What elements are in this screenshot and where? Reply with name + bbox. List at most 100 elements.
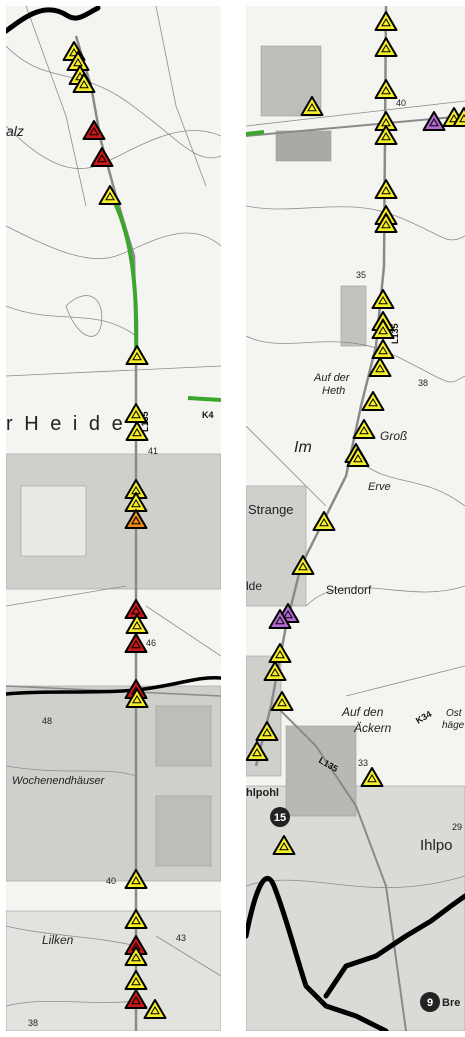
left-marker-orange[interactable] [124, 509, 148, 529]
left-marker-inner [131, 410, 141, 419]
right-marker-yellow[interactable] [374, 79, 398, 99]
left-marker-red[interactable] [124, 633, 148, 653]
contour-line [305, 585, 465, 607]
right-marker-yellow[interactable] [374, 213, 398, 233]
number-label: 33 [358, 758, 368, 768]
place-label: Im [294, 439, 312, 456]
green-route-segment [187, 396, 221, 402]
right-marker-yellow[interactable] [371, 319, 395, 339]
right-marker-inner [275, 616, 285, 625]
right-marker-inner [270, 668, 280, 677]
left-marker-inner [131, 499, 141, 508]
right-marker-yellow[interactable] [371, 339, 395, 359]
boundaries [246, 876, 465, 1031]
place-label: lde [246, 579, 262, 593]
track [155, 935, 221, 977]
left-marker-yellow[interactable] [125, 688, 149, 708]
left-marker-inner [131, 977, 141, 986]
left-marker-inner [131, 996, 141, 1005]
left-marker-inner [131, 640, 141, 649]
map-canvas-left[interactable]: alz r H e i d e K4 L135 41 46 48 40 43 3… [6, 6, 221, 1031]
right-marker-inner [262, 728, 272, 737]
right-marker-inner [283, 610, 293, 619]
track [6, 585, 127, 607]
left-marker-yellow[interactable] [125, 421, 149, 441]
route-badge-text: 9 [427, 997, 433, 1009]
left-marker-yellow[interactable] [98, 185, 122, 205]
left-marker-inner [105, 192, 115, 201]
number-label: 43 [176, 933, 186, 943]
place-label: häge [442, 720, 465, 731]
place-label: Groß [380, 429, 407, 443]
right-marker-inner [298, 562, 308, 571]
built-area [285, 725, 357, 817]
right-marker-yellow[interactable] [291, 555, 315, 575]
number-label: 29 [452, 822, 462, 832]
right-marker-yellow[interactable] [368, 357, 392, 377]
left-marker-inner [79, 80, 89, 89]
right-marker-yellow[interactable] [371, 289, 395, 309]
route-badge-circle [270, 807, 290, 827]
track [145, 605, 221, 657]
left-marker-inner [132, 695, 142, 704]
left-marker-red[interactable] [90, 147, 114, 167]
contour-line [6, 225, 221, 260]
green-route-segment [246, 130, 265, 136]
right-marker-yellow[interactable] [312, 511, 336, 531]
settlement-label: Lilken [42, 933, 74, 947]
track [6, 925, 137, 947]
road-label: K4 [202, 410, 214, 420]
right-marker-yellow[interactable] [272, 835, 296, 855]
left-marker-yellow[interactable] [143, 999, 167, 1019]
right-marker-yellow[interactable] [263, 661, 287, 681]
right-marker-yellow[interactable] [255, 721, 279, 741]
right-marker-yellow[interactable] [270, 691, 294, 711]
built-area [6, 910, 221, 1031]
left-marker-yellow[interactable] [124, 869, 148, 889]
track [25, 6, 87, 207]
right-marker-yellow[interactable] [246, 741, 269, 761]
map-canvas-right[interactable]: L135 Auf der Heth Groß Im Erve Strange l… [246, 6, 465, 1031]
place-label: Äckern [353, 721, 392, 735]
built-area [275, 130, 332, 162]
number-label: 40 [106, 876, 116, 886]
contour-line [246, 205, 465, 241]
left-marker-yellow[interactable] [124, 909, 148, 929]
left-marker-yellow[interactable] [72, 73, 96, 93]
right-marker-yellow[interactable] [374, 11, 398, 31]
right-marker-yellow[interactable] [360, 767, 384, 787]
pond-outline [65, 295, 103, 337]
right-marker-inner [381, 86, 391, 95]
left-marker-red[interactable] [82, 120, 106, 140]
number-label: 38 [28, 1018, 38, 1028]
right-marker-purple[interactable] [422, 111, 446, 131]
right-marker-yellow[interactable] [346, 447, 370, 467]
map-panel-left[interactable]: alz r H e i d e K4 L135 41 46 48 40 43 3… [6, 6, 221, 1031]
route-badge-15: 15 [270, 807, 290, 827]
left-marker-yellow[interactable] [125, 345, 149, 365]
right-marker-yellow[interactable] [361, 391, 385, 411]
right-marker-purple[interactable] [268, 609, 292, 629]
marker-layer-left[interactable] [62, 41, 167, 1019]
built-area [20, 485, 87, 557]
right-marker-yellow[interactable] [352, 419, 376, 439]
road-l135-south [275, 705, 407, 1031]
place-label: alz [6, 123, 24, 139]
left-marker-yellow[interactable] [125, 614, 149, 634]
place-label: Ost [446, 708, 463, 719]
right-marker-yellow[interactable] [374, 125, 398, 145]
right-marker-yellow[interactable] [374, 179, 398, 199]
place-label: Auf den [341, 705, 384, 719]
right-marker-yellow[interactable] [268, 643, 292, 663]
left-marker-red[interactable] [124, 989, 148, 1009]
built-area [155, 705, 212, 767]
right-marker-inner [378, 346, 388, 355]
left-marker-yellow[interactable] [124, 946, 148, 966]
marker-layer-right[interactable] [246, 11, 465, 855]
right-marker-yellow[interactable] [300, 96, 324, 116]
map-panel-right[interactable]: L135 Auf der Heth Groß Im Erve Strange l… [246, 6, 465, 1031]
right-marker-inner [378, 296, 388, 305]
right-marker-inner [275, 650, 285, 659]
track [155, 6, 207, 187]
right-marker-yellow[interactable] [374, 37, 398, 57]
